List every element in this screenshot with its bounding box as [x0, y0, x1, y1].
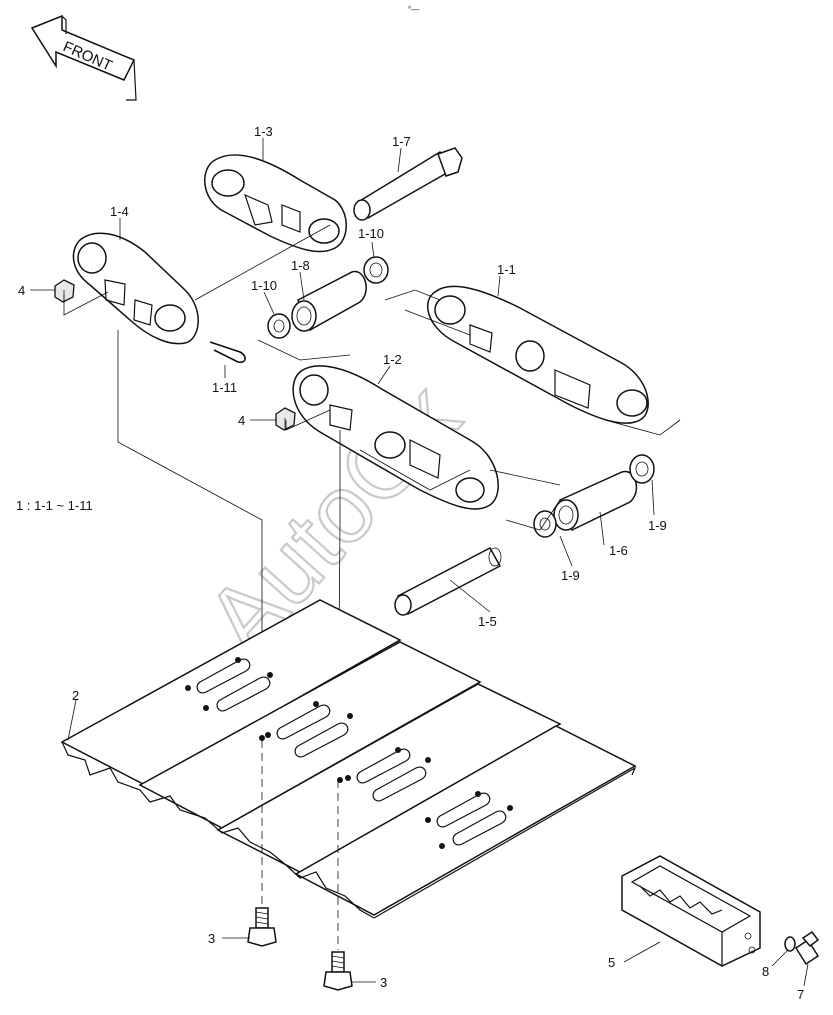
link-1-3 [204, 154, 347, 253]
callout-4-lower: 4 [238, 413, 245, 428]
callout-1-11: 1-11 [212, 380, 237, 395]
callout-1-9-right: 1-9 [648, 518, 667, 533]
link-1-1 [426, 285, 649, 424]
link-1-2 [292, 365, 499, 510]
bushing-1-8 [291, 270, 367, 332]
callout-leaders [30, 138, 809, 987]
bolt-3-right [323, 951, 353, 991]
callout-1-1: 1-1 [497, 262, 516, 277]
callout-4-upper: 4 [18, 283, 25, 298]
nut-4-lower [275, 407, 296, 431]
callout-1-5: 1-5 [478, 614, 497, 629]
callout-8: 8 [762, 964, 769, 979]
pin-1-5 [394, 546, 502, 616]
callout-2: 2 [72, 688, 79, 703]
callout-3-left: 3 [208, 931, 215, 946]
callout-1-4: 1-4 [110, 204, 129, 219]
bolt-3-left [247, 907, 277, 947]
callout-1-7: 1-7 [392, 134, 411, 149]
cotter-pin-1-11 [209, 341, 246, 364]
bushing-1-6 [553, 470, 638, 532]
callout-3-right: 3 [380, 975, 387, 990]
pin-1-7 [353, 147, 463, 221]
seal-1-9-right [629, 454, 655, 484]
link-1-4 [72, 232, 199, 345]
callout-1-6: 1-6 [609, 543, 628, 558]
top-mark: °— [408, 5, 419, 14]
track-shoes-2 [60, 599, 637, 919]
front-arrow-icon: FRONT [30, 14, 137, 101]
range-note: 1 : 1-1 ~ 1-11 [16, 498, 93, 513]
callout-1-8: 1-8 [291, 258, 310, 273]
seal-1-10-upper [363, 256, 389, 284]
bolt-7 [794, 930, 820, 966]
nut-4-upper [54, 279, 75, 303]
callout-1-3: 1-3 [254, 124, 273, 139]
callout-1-9-left: 1-9 [561, 568, 580, 583]
callout-7: 7 [797, 987, 804, 1002]
step-5 [621, 855, 761, 967]
callout-1-10-upper: 1-10 [358, 226, 384, 241]
callout-1-10-lower: 1-10 [251, 278, 277, 293]
seal-1-9-left [533, 510, 557, 538]
seal-1-10-lower [267, 313, 291, 339]
callout-1-2: 1-2 [383, 352, 402, 367]
washer-8 [784, 936, 796, 952]
callout-5: 5 [608, 955, 615, 970]
